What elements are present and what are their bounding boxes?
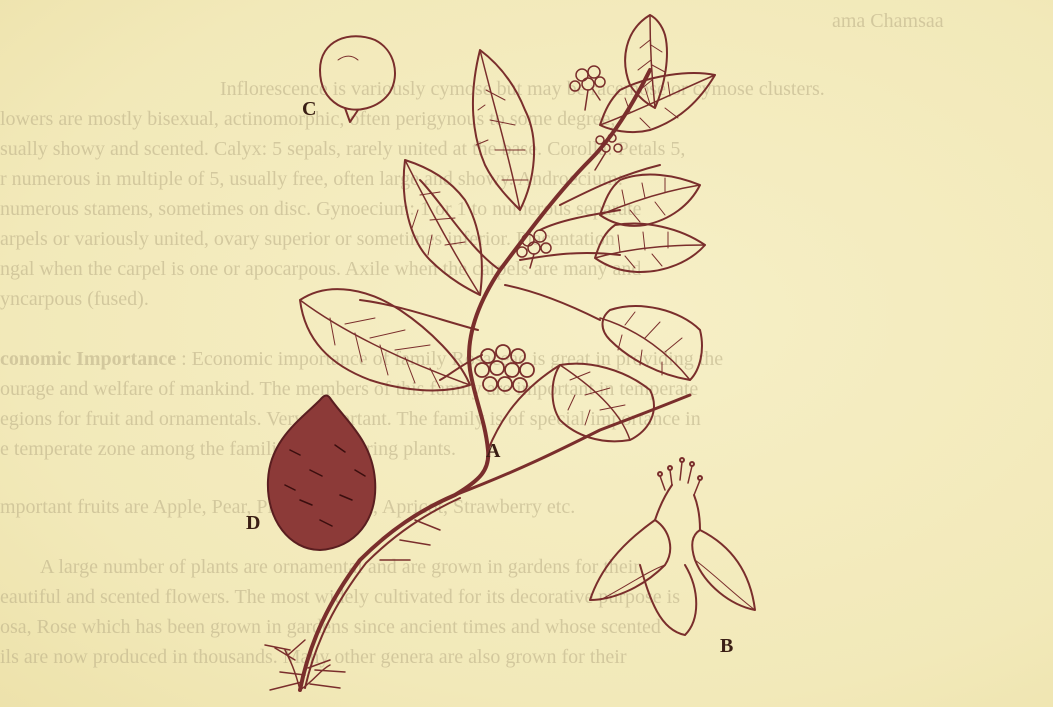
- figure-label-d: D: [246, 512, 260, 535]
- figure-label-b: B: [720, 635, 733, 658]
- flower-b-drawing: [590, 458, 755, 635]
- fruit-cluster: [475, 345, 534, 392]
- figure-label-c: C: [302, 98, 316, 121]
- seed-d-drawing: [268, 396, 375, 550]
- figure-label-a: A: [486, 440, 500, 463]
- fruit-c-drawing: [320, 36, 395, 122]
